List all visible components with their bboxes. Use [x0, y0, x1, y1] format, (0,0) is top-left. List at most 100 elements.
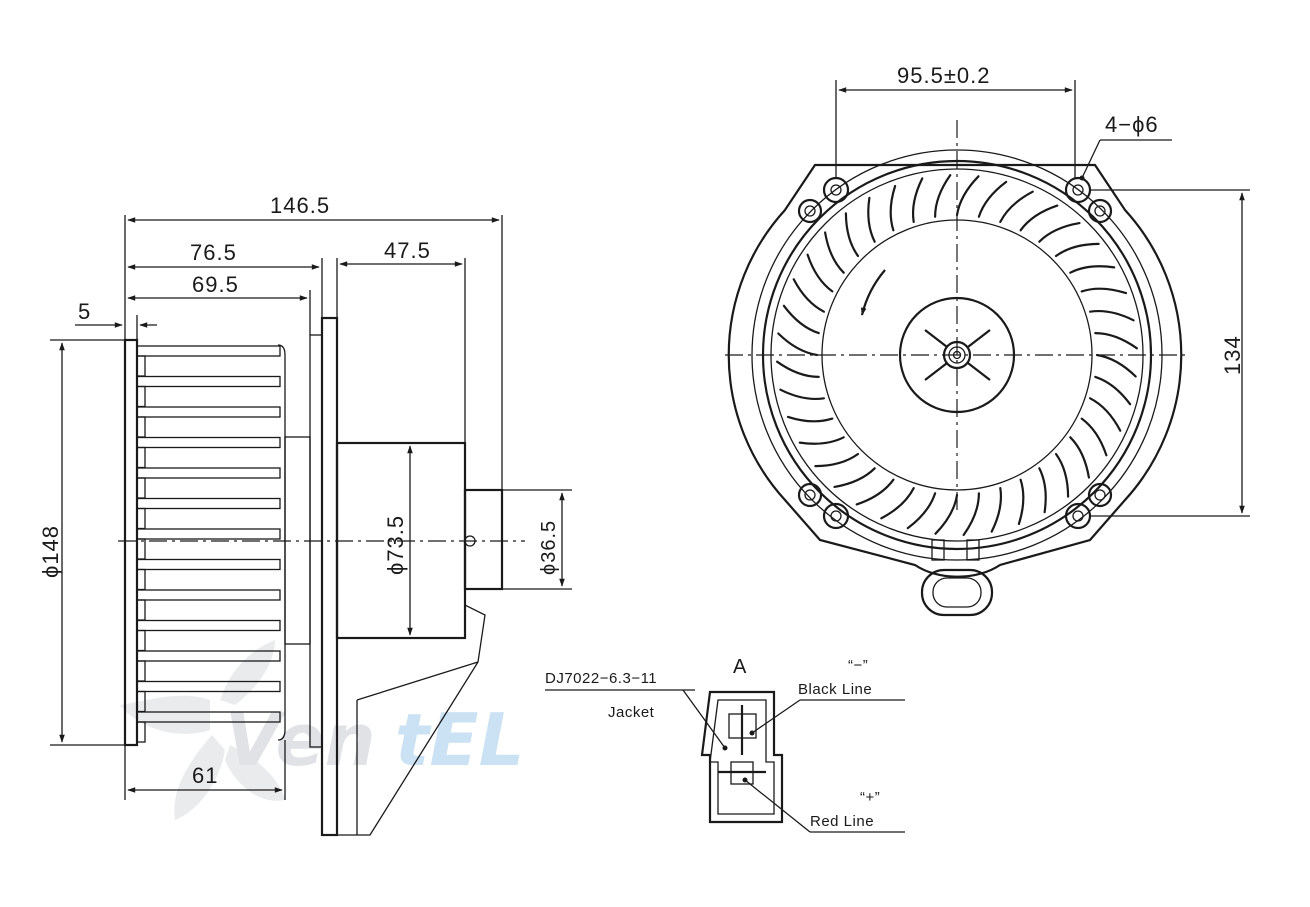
impeller-blade: [1038, 222, 1081, 243]
lower-bracket: [337, 603, 486, 836]
impeller-blade: [776, 360, 820, 378]
impeller-blade: [833, 467, 876, 488]
blade-slat: [136, 650, 281, 662]
blade-root: [136, 660, 146, 682]
impeller-blade: [1054, 452, 1070, 498]
blade-root: [136, 538, 146, 560]
dim-rim-thickness: 5: [78, 299, 91, 324]
dim-motor-length: 47.5: [384, 238, 431, 263]
secondary-hole-icon: [797, 482, 823, 508]
mounting-hole-icon: [822, 502, 850, 530]
blade-slat: [136, 345, 281, 357]
impeller-blade: [1054, 242, 1100, 258]
side-extension-lines: [50, 215, 572, 800]
connector-positive-wire: Red Line: [810, 813, 874, 830]
blade-slat: [136, 406, 281, 418]
blade-slat: [136, 436, 281, 449]
blade-root: [136, 721, 146, 743]
impeller-blade: [1094, 375, 1132, 406]
blade-root: [136, 568, 146, 591]
front-view: 95.5±0.2 4−ϕ6 134: [725, 63, 1250, 617]
watermark-text-light: tEL: [395, 698, 524, 782]
housing-outline: [727, 163, 1183, 578]
impeller-blade: [814, 452, 860, 468]
impeller-blade: [798, 436, 845, 445]
connector-view-label: A: [733, 656, 747, 678]
blade-root: [136, 477, 146, 499]
secondary-hole-icon: [1087, 482, 1113, 508]
impeller-blade: [889, 184, 897, 232]
connector-part-number: DJ7022−6.3−11: [545, 670, 657, 687]
impeller-blade: [844, 212, 860, 258]
blade-root: [136, 355, 146, 377]
blade-root: [136, 507, 146, 530]
blade-slat: [136, 589, 281, 601]
impeller-blade: [1017, 478, 1025, 526]
connector-jacket-label: Jacket: [608, 704, 655, 721]
connector-negative-wire: Black Line: [798, 681, 872, 698]
dim-wheel-width: 69.5: [192, 272, 239, 297]
terminal-boss: [920, 539, 994, 617]
secondary-hole-icon: [1087, 198, 1113, 224]
front-blades: [776, 174, 1138, 536]
side-view: 146.5 76.5 69.5 47.5 5 ϕ148 ϕ73.5 ϕ36.5 …: [38, 193, 572, 837]
impeller-blade: [977, 180, 1008, 218]
blade-root: [136, 629, 146, 652]
secondary-hole-icon: [797, 198, 823, 224]
connector-detail: A DJ7022−6.3−11 Jacket “−” Black Line “+…: [545, 656, 905, 833]
impeller-blade: [1019, 204, 1059, 232]
dim-blade-depth: 61: [192, 763, 218, 788]
leader-dot: [722, 745, 728, 751]
leader-dot: [749, 730, 755, 736]
impeller-blade: [934, 493, 959, 535]
impeller-blade: [1095, 353, 1137, 378]
impeller-blade: [1089, 397, 1122, 432]
impeller-blade: [1080, 417, 1108, 457]
dim-hole-spacing: 95.5±0.2: [897, 63, 990, 88]
impeller-blade: [786, 415, 834, 423]
connector-leaders: [545, 689, 905, 833]
impeller-blade: [782, 304, 820, 335]
blade-stack: [136, 345, 281, 743]
wheel-rim-plate: [123, 338, 139, 747]
impeller-blade: [1080, 287, 1128, 295]
rotation-arrow-icon: [860, 269, 886, 316]
impeller-blade: [1069, 265, 1116, 274]
shaft-housing: [463, 488, 504, 591]
blade-slat: [136, 467, 281, 479]
impeller-blade: [1094, 332, 1138, 350]
connector-inner: [709, 699, 775, 815]
impeller-blade: [824, 231, 845, 274]
blade-slat: [136, 680, 281, 693]
front-extension-lines: [835, 80, 1250, 517]
blade-slat: [136, 558, 281, 571]
side-dimension-lines: [59, 217, 565, 793]
fan-blade-watermark-icon: [120, 640, 285, 820]
connector-positive-symbol: “+”: [860, 789, 880, 806]
blade-slat: [136, 619, 281, 632]
connector-outline: [700, 690, 784, 824]
dim-motor-diameter: ϕ73.5: [383, 515, 408, 575]
blade-root: [136, 446, 146, 469]
impeller-blade: [792, 278, 825, 313]
blade-root: [136, 385, 146, 408]
dim-holes: 4−ϕ6: [1105, 112, 1159, 137]
blade-root: [136, 599, 146, 621]
blade-root: [136, 416, 146, 438]
dim-wheel-diameter: ϕ148: [38, 525, 63, 578]
dim-shaft-diameter: ϕ36.5: [538, 520, 560, 575]
watermark-text-dark: Ven: [225, 698, 376, 782]
impeller-blade: [911, 177, 924, 223]
impeller-blade: [779, 388, 825, 401]
blade-slat: [136, 497, 281, 510]
leader-dot: [1079, 175, 1085, 181]
impeller-blade: [867, 196, 876, 243]
impeller-blade: [906, 492, 937, 530]
dim-wheel-to-flange: 76.5: [190, 240, 237, 265]
impeller-blade: [999, 190, 1034, 223]
impeller-blade: [934, 174, 952, 218]
impeller-blade: [990, 487, 1003, 533]
dim-overall-length: 146.5: [270, 193, 330, 218]
dim-vertical-spacing: 134: [1220, 335, 1245, 375]
